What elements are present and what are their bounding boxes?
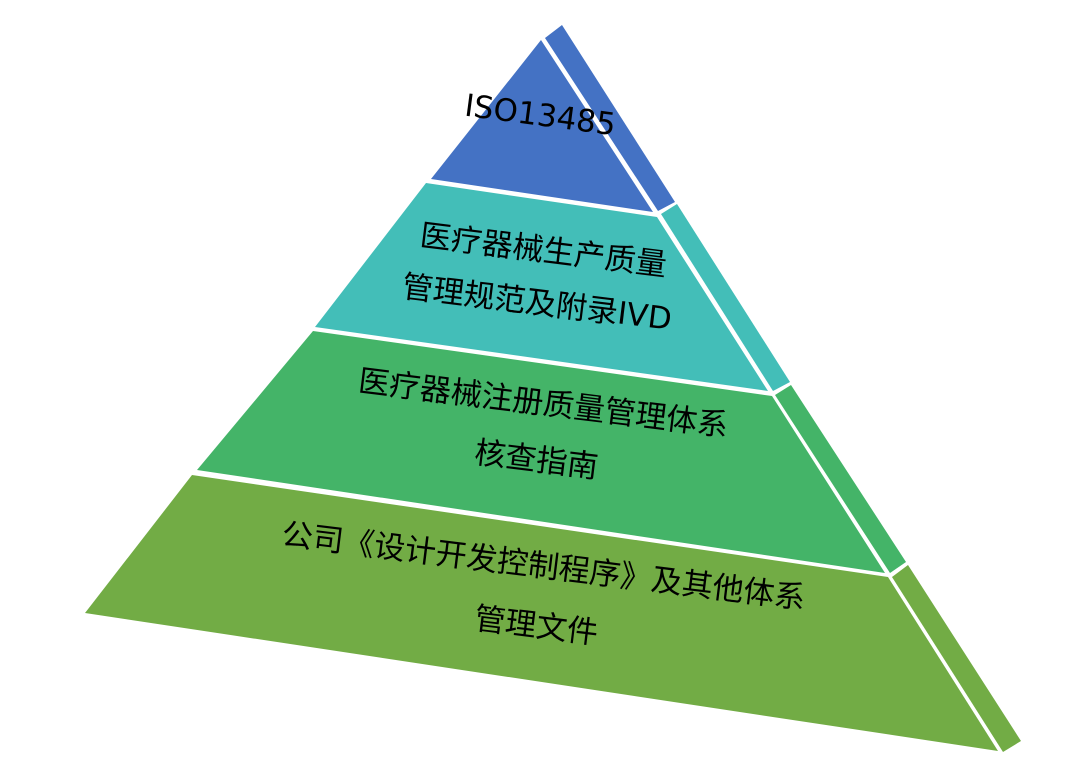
tier-2-face	[315, 183, 768, 391]
tier-4-side	[892, 565, 1021, 752]
tier-1-side	[545, 25, 675, 211]
tier-1-face	[431, 40, 653, 212]
tier-3-face	[197, 331, 885, 573]
tier-3-side	[775, 385, 906, 573]
tier-2-side	[661, 204, 790, 391]
tier-4-face	[85, 475, 998, 751]
